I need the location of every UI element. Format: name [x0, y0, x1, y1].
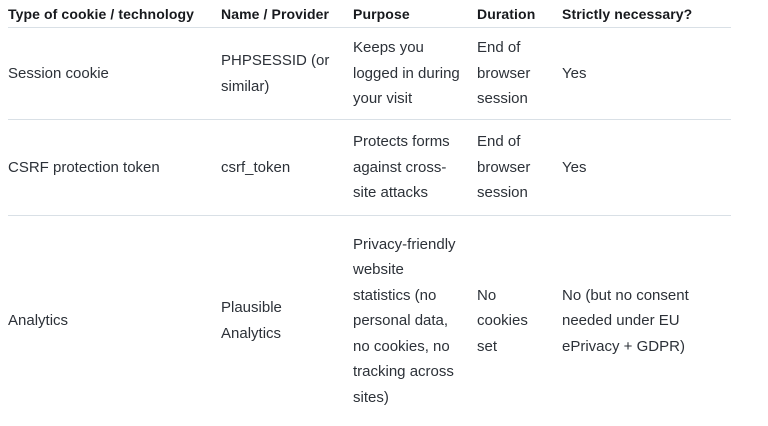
column-header-type: Type of cookie / technology — [8, 0, 221, 28]
cell-name-provider: PHPSESSID (or similar) — [221, 27, 353, 120]
cookie-policy-table: Type of cookie / technology Name / Provi… — [8, 0, 731, 426]
header-row: Type of cookie / technology Name / Provi… — [8, 0, 731, 28]
table-row-csrf-token: CSRF protection token csrf_token Protect… — [8, 119, 731, 216]
table-body: Session cookie PHPSESSID (or similar) Ke… — [8, 27, 731, 426]
cell-strictly-necessary: Yes — [562, 27, 731, 120]
column-header-duration: Duration — [477, 0, 562, 28]
table-row-session-cookie: Session cookie PHPSESSID (or similar) Ke… — [8, 27, 731, 120]
cell-purpose: Keeps you logged in during your visit — [353, 27, 477, 120]
cell-duration: No cookies set — [477, 286, 528, 355]
column-header-purpose: Purpose — [353, 0, 477, 28]
cell-name-provider: Plausible Analytics — [221, 299, 282, 342]
cell-strictly-necessary: Yes — [562, 119, 731, 216]
column-header-name-provider: Name / Provider — [221, 0, 353, 28]
table-row-analytics: Analytics Plausible Analytics Privacy-fr… — [8, 216, 731, 426]
cell-name-provider: csrf_token — [221, 119, 353, 216]
cell-purpose: Privacy-friendly website statistics (no … — [353, 235, 456, 406]
cell-duration: End of browser session — [477, 119, 562, 216]
cell-purpose: Protects forms against cross-site attack… — [353, 119, 477, 216]
column-header-strictly-necessary: Strictly necessary? — [562, 0, 731, 28]
cell-type: CSRF protection token — [8, 119, 221, 216]
table-header: Type of cookie / technology Name / Provi… — [8, 0, 731, 28]
cell-strictly-necessary: No (but no consent needed under EU ePriv… — [562, 286, 689, 355]
cell-duration: End of browser session — [477, 27, 562, 120]
cell-type: Session cookie — [8, 27, 221, 120]
cell-type: Analytics — [8, 312, 69, 329]
